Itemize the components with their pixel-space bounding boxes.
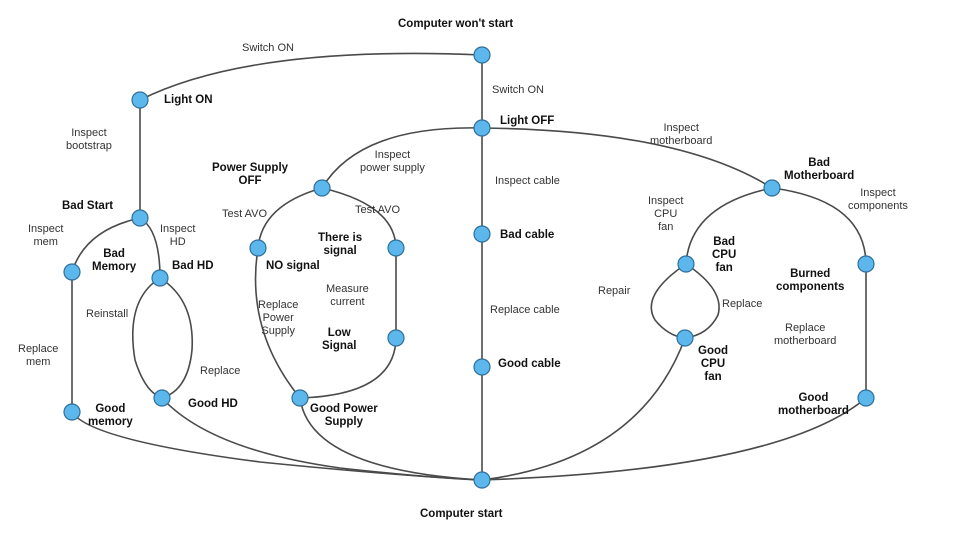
edge-bad-cpu-fan-good-cpu-fan-right (684, 263, 720, 339)
label-light-off: Light OFF (500, 115, 555, 127)
label-bad-memory: Bad Memory (92, 248, 137, 273)
label-there-is-signal: There is signal (318, 232, 363, 257)
edge-label-reinstall: Reinstall (86, 308, 129, 320)
edge-label-inspect-cable: Inspect cable (495, 175, 560, 187)
node-good-memory (63, 403, 81, 421)
node-bad-mb (763, 179, 781, 197)
label-good-memory: Good memory (88, 403, 133, 428)
edge-label-test-avo-right: Test AVO (355, 204, 401, 216)
edge-good-memory-start (71, 411, 483, 481)
edge-bad-hd-good-hd-right (159, 277, 194, 399)
edge-label-measure-current: Measure current (326, 283, 369, 308)
label-light-on: Light ON (164, 94, 213, 106)
node-ps-off (313, 179, 331, 197)
node-good-cpu-fan (676, 329, 694, 347)
edge-label-replace-mb: Replace motherboard (774, 322, 837, 347)
edge-low-signal-good-ps (299, 337, 397, 399)
edge-label-inspect-bootstrap: Inspect bootstrap (66, 127, 112, 152)
node-burned (857, 255, 875, 273)
label-ps-off: Power Supply OFF (212, 162, 289, 187)
edge-label-inspect-cpu-fan: Inspect CPU fan (648, 195, 684, 233)
label-good-hd: Good HD (188, 398, 238, 410)
label-bad-start: Bad Start (62, 200, 114, 212)
edge-label-inspect-components: Inspect components (848, 187, 908, 212)
label-start: Computer start (420, 508, 503, 520)
label-root: Computer won't start (398, 18, 514, 30)
edge-bad-cpu-fan-good-cpu-fan-left (650, 263, 687, 339)
edge-label-inspect-mem: Inspect mem (28, 223, 64, 248)
label-good-cable: Good cable (498, 358, 561, 370)
edge-label-switch-on-center: Switch ON (492, 84, 544, 96)
node-good-mb (857, 389, 875, 407)
edge-label-repair: Repair (598, 285, 631, 297)
edge-label-replace-ps: Replace Power Supply (258, 299, 299, 337)
label-bad-hd: Bad HD (172, 260, 214, 272)
edge-good-hd-start (161, 397, 483, 481)
edge-label-inspect-hd: Inspect HD (160, 223, 196, 248)
node-light-off (473, 119, 491, 137)
edge-label-switch-on-left: Switch ON (242, 42, 294, 54)
edge-bad-mb-bad-cpu-fan (685, 187, 773, 265)
label-no-signal: NO signal (266, 260, 320, 272)
node-bad-start (131, 209, 149, 227)
label-good-mb: Good motherboard (778, 392, 849, 417)
edge-label-replace-mem: Replace mem (18, 343, 59, 368)
edge-label-replace-hd: Replace (200, 365, 241, 377)
label-bad-cable: Bad cable (500, 229, 555, 241)
edge-label-replace-fan: Replace (722, 298, 763, 310)
label-low-signal: Low Signal (322, 327, 357, 352)
edge-bad-start-bad-hd (139, 217, 161, 279)
node-bad-memory (63, 263, 81, 281)
label-bad-mb: Bad Motherboard (784, 157, 855, 182)
edge-light-off-bad-mb (481, 127, 773, 189)
label-bad-cpu-fan: Bad CPU fan (712, 236, 737, 274)
node-bad-cpu-fan (677, 255, 695, 273)
edge-ps-off-no-signal (257, 187, 323, 249)
node-good-hd (153, 389, 171, 407)
edge-good-ps-start (299, 397, 483, 481)
edge-root-light-on (139, 52, 483, 101)
edge-label-inspect-mb: Inspect motherboard (650, 122, 713, 147)
node-bad-hd (151, 269, 169, 287)
node-there-is-signal (387, 239, 405, 257)
edge-bad-mb-burned (771, 187, 867, 265)
node-start (473, 471, 491, 489)
node-good-cable (473, 358, 491, 376)
node-root (473, 46, 491, 64)
edge-no-signal-good-ps (254, 247, 301, 399)
label-good-cpu-fan: Good CPU fan (698, 345, 729, 383)
edge-bad-hd-good-hd-left (132, 277, 163, 399)
edge-ps-off-there-is-signal (321, 187, 397, 249)
edge-bad-start-bad-memory (71, 217, 141, 273)
label-burned: Burned components (776, 268, 845, 293)
edge-light-off-ps-off (321, 127, 483, 189)
edge-label-inspect-ps: Inspect power supply (360, 149, 425, 174)
node-no-signal (249, 239, 267, 257)
edge-good-mb-start (481, 397, 867, 481)
node-good-ps (291, 389, 309, 407)
edge-label-test-avo-left: Test AVO (222, 208, 268, 220)
label-good-ps: Good Power Supply (310, 403, 378, 428)
node-low-signal (387, 329, 405, 347)
edge-label-replace-cable: Replace cable (490, 304, 560, 316)
node-bad-cable (473, 225, 491, 243)
edge-good-cpu-fan-start (481, 337, 686, 481)
node-light-on (131, 91, 149, 109)
